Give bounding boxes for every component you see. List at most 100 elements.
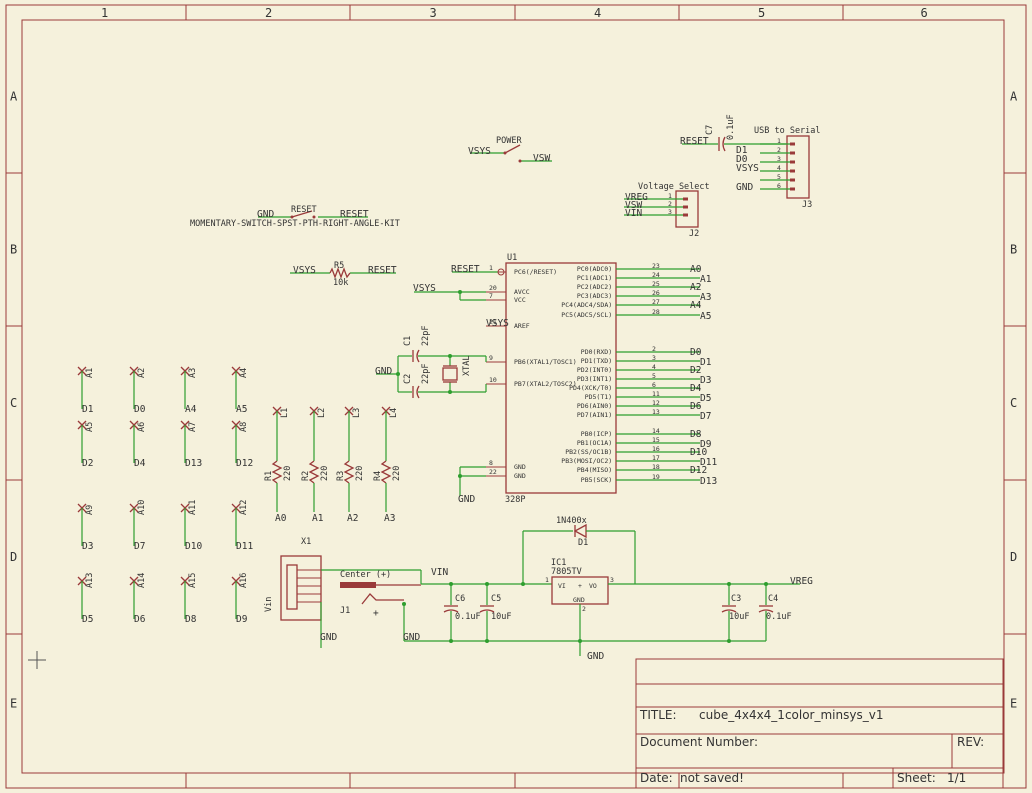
j3-pin-number: 2 bbox=[777, 146, 781, 154]
j3-net-d1: D1 bbox=[736, 145, 748, 156]
frame-column-label: 5 bbox=[758, 6, 765, 20]
u1-pin-name: PD6(AIN0) bbox=[577, 402, 612, 410]
cursor-crosshair-icon bbox=[28, 651, 46, 669]
c1-name: C1 bbox=[403, 336, 413, 346]
led-net-label: D4 bbox=[134, 458, 146, 469]
u1-pin-number: 12 bbox=[652, 399, 660, 407]
frame-row-label: D bbox=[10, 550, 17, 564]
j3-pin-pad bbox=[790, 160, 795, 164]
led-net-label: D6 bbox=[134, 614, 146, 625]
u1-reset-net: RESET bbox=[451, 264, 480, 275]
u1-pin-number: 2 bbox=[652, 345, 656, 353]
led-net-label: D8 bbox=[185, 614, 197, 625]
u1-net-label: D8 bbox=[690, 429, 702, 440]
j2-ref: J2 bbox=[689, 229, 699, 239]
j2-title: Voltage Select bbox=[638, 182, 710, 192]
j3-ref: J3 bbox=[802, 200, 812, 210]
frame-column-label: 2 bbox=[265, 6, 272, 20]
j2-pin-number: 1 bbox=[668, 192, 672, 200]
led-name: A5 bbox=[85, 422, 95, 432]
layer-resistor-value: 220 bbox=[283, 466, 293, 481]
layer-net-label: A0 bbox=[275, 513, 287, 524]
u1-pin-name: PB6(XTAL1/TOSC1) bbox=[514, 358, 577, 366]
led-name: A11 bbox=[188, 500, 198, 515]
crystal-gnd-net: GND bbox=[375, 366, 392, 377]
u1-pin-name: PB4(MISO) bbox=[577, 466, 612, 474]
resistor-r5[interactable]: VSYS R5 10k RESET bbox=[290, 261, 397, 288]
r5-right-net: RESET bbox=[368, 265, 397, 276]
date-value: not saved! bbox=[680, 771, 744, 785]
u1-net-label: D5 bbox=[700, 393, 711, 404]
u1-aref-net: VSYS bbox=[486, 318, 509, 329]
j2-pin-number: 3 bbox=[668, 208, 672, 216]
j2-pin-pad bbox=[683, 213, 688, 217]
led-name: A15 bbox=[188, 573, 198, 588]
j1-center-label: Center (+) bbox=[340, 570, 391, 580]
c7-value: 0.1uF bbox=[726, 114, 736, 140]
frame-row-label: A bbox=[10, 90, 18, 104]
u1-net-label: A2 bbox=[690, 282, 701, 293]
led-name: A2 bbox=[137, 368, 147, 378]
j2-net-vsw: VSW bbox=[625, 200, 642, 211]
led-net-label: D3 bbox=[82, 541, 93, 552]
r5-left-net: VSYS bbox=[293, 265, 316, 276]
u1-pin-name: PC4(ADC4/SDA) bbox=[561, 301, 612, 309]
revision-label: REV: bbox=[957, 735, 984, 749]
j2-net-vreg: VREG bbox=[625, 192, 648, 203]
frame-column-label: 3 bbox=[430, 6, 437, 20]
diode-ref: D1 bbox=[578, 538, 588, 548]
u1-pin-number: 6 bbox=[652, 381, 656, 389]
power-switch[interactable]: POWER VSYS VSW bbox=[468, 136, 552, 164]
layer-name: L2 bbox=[317, 408, 327, 418]
u1-pin-number: 8 bbox=[489, 459, 493, 467]
j2-pin-pad bbox=[683, 197, 688, 201]
j1-ref: J1 bbox=[340, 606, 350, 616]
u1-gnd-net: GND bbox=[458, 494, 475, 505]
u1-pin-name: PD5(T1) bbox=[585, 393, 612, 401]
u1-net-label: D6 bbox=[690, 401, 702, 412]
u1-pin-number: 26 bbox=[652, 289, 660, 297]
j3-net-gnd: GND bbox=[736, 182, 753, 193]
c3-name: C3 bbox=[731, 594, 741, 604]
crystal-oscillator[interactable]: GND C1 22pF C2 22pF XTAL bbox=[375, 326, 487, 399]
j3-pin-pad bbox=[790, 142, 795, 146]
u1-pin-number: 22 bbox=[489, 468, 497, 476]
c2-name: C2 bbox=[403, 374, 413, 384]
u1-pin-name: PC5(ADC5/SCL) bbox=[561, 311, 612, 319]
u1-net-label: D13 bbox=[700, 476, 717, 487]
u1-net-label: A5 bbox=[700, 311, 711, 322]
power-switch-label: POWER bbox=[496, 136, 522, 146]
power-supply[interactable]: X1 Vin GND Center (+) J1 + VIN GND C6 0.… bbox=[264, 516, 813, 662]
xtal-label: XTAL bbox=[462, 356, 472, 376]
date-label: Date: bbox=[640, 771, 673, 785]
led-net-label: D1 bbox=[82, 404, 94, 415]
connector-j2-voltage-select[interactable]: Voltage Select 123 J2 VREG VSW VIN bbox=[624, 182, 710, 239]
x1-gnd-net: GND bbox=[320, 632, 337, 643]
u1-pin-name: PC3(ADC3) bbox=[577, 292, 612, 300]
reset-switch[interactable]: GND RESET RESET MOMENTARY-SWITCH-SPST-PT… bbox=[190, 205, 400, 229]
j3-pin-pad bbox=[790, 169, 795, 173]
